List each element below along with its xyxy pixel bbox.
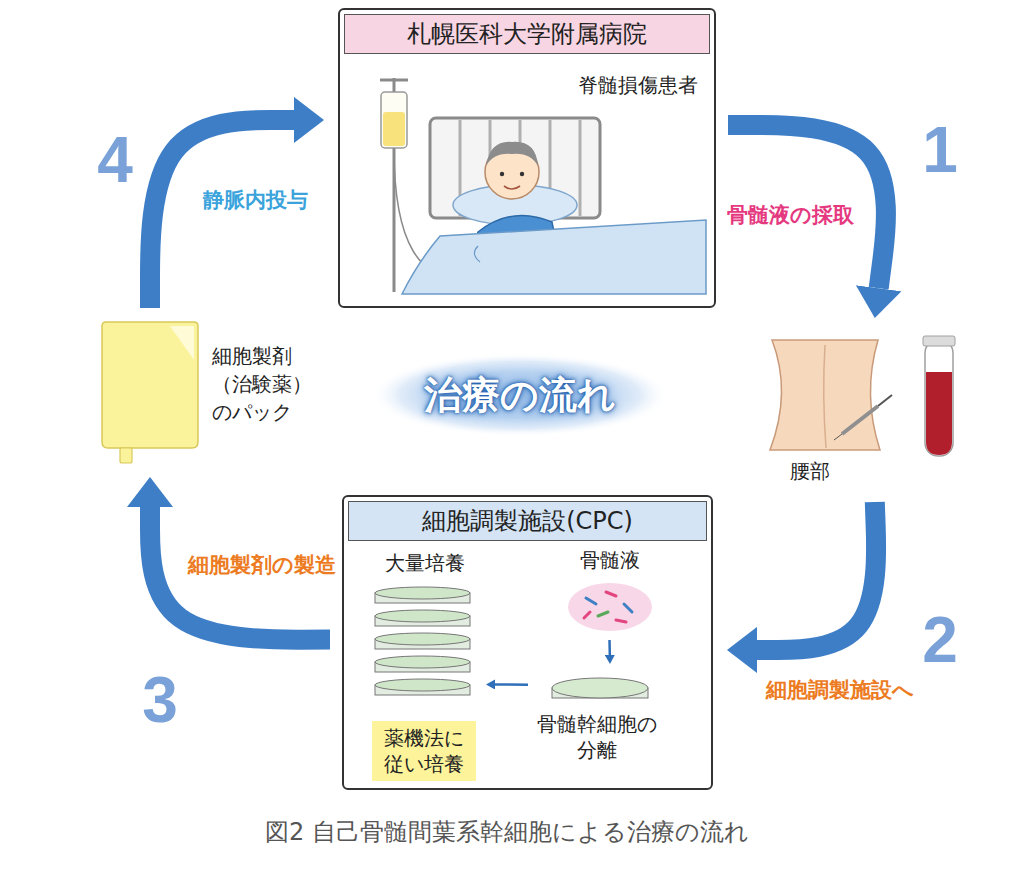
callout-number: 3 — [142, 668, 178, 732]
drug-bag: 細胞製剤 （治験薬） のパック — [100, 320, 200, 465]
blood-tube — [923, 336, 955, 456]
process-arrow — [608, 640, 611, 655]
petri-dish-part — [552, 688, 648, 698]
blanket — [402, 220, 706, 294]
node-text: 大量培養 — [367, 550, 482, 577]
patient — [462, 142, 560, 274]
patient-part — [462, 258, 478, 274]
blanket-part — [474, 246, 480, 262]
iv-stand-part — [394, 148, 470, 273]
lumbar-illustration-part — [770, 340, 880, 450]
culture-stack-part — [375, 656, 470, 668]
culture-stack-part — [375, 639, 470, 649]
node-text: 骨髄幹細胞の 分離 — [533, 711, 661, 763]
iv-stand — [380, 78, 470, 292]
marrow-cells-part — [616, 620, 626, 622]
bed-part — [549, 120, 552, 216]
bed-part — [430, 118, 600, 218]
culture-stack-part — [375, 633, 470, 645]
culture-stack-part — [375, 593, 470, 603]
patient-part — [500, 172, 504, 176]
bag-shape — [100, 320, 200, 465]
edge-label: 細胞製剤の製造 — [185, 551, 339, 579]
edge-label: 骨髄液の採取 — [724, 201, 857, 229]
node-text: 治療の流れ — [424, 370, 616, 421]
node-text: 細胞製剤 （治験薬） のパック — [212, 320, 318, 426]
stem-cell-dish: 骨髄幹細胞の 分離 — [532, 667, 662, 785]
bed-part — [519, 120, 522, 216]
marrow-cells — [568, 583, 652, 631]
marrow-cells-part — [584, 612, 590, 618]
patient-part — [486, 142, 538, 166]
patient-part — [485, 145, 539, 199]
marrow-cells-part — [598, 612, 608, 616]
culture-stack-part — [375, 679, 470, 691]
culture-stack-part — [375, 662, 470, 672]
blood-tube-part — [926, 372, 952, 455]
hospital-box: 札幌医科大学附属病院脊髄損傷患者 — [338, 8, 716, 308]
callout-number: 2 — [922, 608, 958, 672]
mass-culture: 大量培養 — [367, 550, 482, 712]
bed — [430, 118, 600, 225]
blood-tube-part — [925, 340, 953, 456]
culture-stack-part — [375, 587, 470, 599]
node-text: 骨髄液 — [557, 547, 662, 574]
bed-part — [459, 120, 462, 216]
marrow-cells-part — [586, 598, 596, 604]
culture-stack-part — [375, 616, 470, 626]
callout-number: 4 — [97, 128, 133, 192]
lumbar-figure: 腰部 — [760, 330, 965, 490]
patient-part — [470, 215, 560, 262]
lumbar-illustration-part — [824, 345, 826, 448]
petri-dish-part — [552, 678, 648, 698]
culture-stack-part — [375, 685, 470, 695]
edge-label: 細胞調製施設へ — [763, 676, 917, 704]
bed-part — [453, 185, 577, 225]
iv-stand-part — [380, 79, 408, 82]
figure-caption: 図2 自己骨髄間葉系幹細胞による治療の流れ — [265, 816, 749, 848]
culture-stack-part — [375, 610, 470, 622]
iv-stand-part — [381, 92, 407, 148]
marrow-cells-part — [568, 583, 652, 631]
marrow-cells-part — [606, 592, 616, 596]
flow-title: 治療の流れ — [370, 353, 670, 437]
iv-stand-part — [383, 112, 405, 146]
petri-dish — [552, 678, 648, 698]
edge-label: 静脈内投与 — [200, 186, 311, 214]
regulation-note: 薬機法に 従い培養 — [372, 721, 476, 781]
patient-part — [520, 172, 524, 176]
bed-part — [489, 120, 492, 216]
node-text: 薬機法に 従い培養 — [380, 725, 468, 777]
cpc-box: 細胞調製施設(CPC) 骨髄液骨髄幹細胞の 分離 大量培養薬機法に 従い培養 — [342, 495, 713, 790]
bag-highlight — [170, 326, 194, 360]
node-text: 細胞調製施設(CPC) — [348, 501, 707, 541]
blanket-part — [402, 220, 706, 294]
lumbar-illustration — [770, 340, 892, 450]
lumbar-illustration-part — [878, 395, 892, 406]
bag-body — [102, 322, 198, 448]
blood-tube-part — [923, 336, 955, 346]
bag-spout — [120, 448, 132, 463]
bed-part — [579, 120, 582, 216]
marrow-fluid: 骨髄液 — [557, 547, 662, 637]
node-text: 札幌医科大学附属病院 — [344, 14, 710, 54]
flow-arrow — [757, 502, 876, 650]
culture-stack — [375, 587, 470, 695]
node-text: 腰部 — [790, 458, 965, 485]
node-subtext: 脊髄損傷患者 — [340, 72, 714, 99]
lumbar-illustration-part — [834, 434, 842, 440]
glow-ellipse — [370, 353, 670, 437]
iv-stand-part — [393, 78, 396, 292]
lumbar-illustration-part — [842, 406, 878, 434]
callout-number: 1 — [922, 118, 958, 182]
patient-part — [504, 186, 520, 189]
process-arrow — [495, 683, 528, 686]
marrow-cells-part — [624, 604, 632, 612]
